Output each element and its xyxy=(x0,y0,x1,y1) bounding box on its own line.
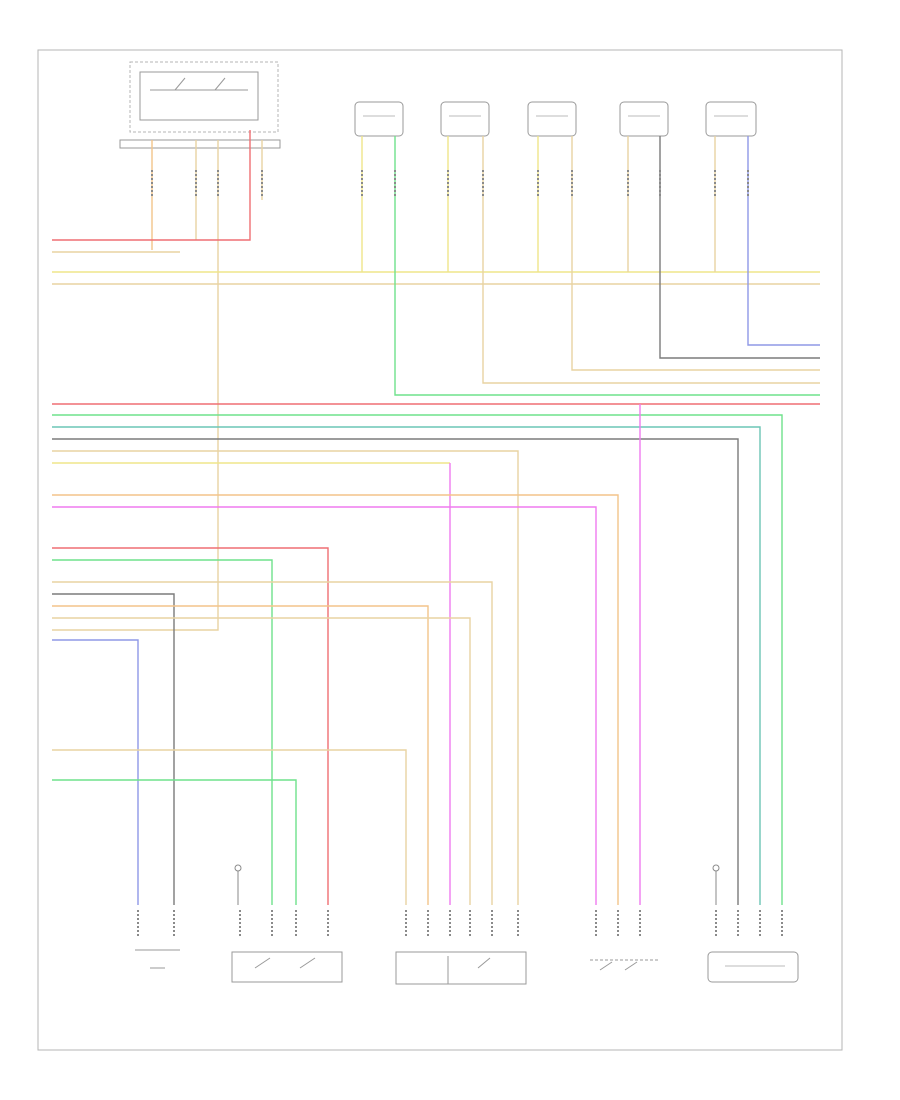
wire-mid-tan xyxy=(52,450,519,905)
wire-pink-1 xyxy=(52,506,597,905)
speaker-box-2 xyxy=(440,101,490,137)
ground-symbol-1 xyxy=(234,864,242,905)
wire-mid-gray xyxy=(52,438,739,905)
speaker-box-1 xyxy=(354,101,404,137)
wire-gray-2 xyxy=(52,593,175,905)
wire-spk4-b xyxy=(659,136,820,359)
wire-red-2 xyxy=(52,547,329,905)
wire-orange-2 xyxy=(52,605,429,905)
wire-green-2 xyxy=(52,559,273,905)
ground-symbol-2 xyxy=(712,864,720,905)
bottom-component-1 xyxy=(135,949,180,969)
wire-tan-4 xyxy=(52,581,493,905)
wire-tan-6 xyxy=(52,749,407,905)
speaker-box-5 xyxy=(705,101,757,137)
wire-orange-1 xyxy=(52,494,619,905)
wire-tan-5 xyxy=(52,617,471,905)
speaker-box-4 xyxy=(619,101,669,137)
wire-green-3 xyxy=(52,779,297,905)
top-relay-block xyxy=(119,61,281,149)
speaker-box-3 xyxy=(527,101,577,137)
wire-blue-2 xyxy=(52,639,139,905)
bottom-component-5 xyxy=(707,951,799,983)
wire-relay-red xyxy=(52,130,251,241)
wire-harness xyxy=(52,130,820,905)
wire-spk1-b xyxy=(394,136,820,396)
wire-spk2-b xyxy=(482,136,820,384)
bottom-component-4 xyxy=(590,959,660,971)
diagram-border xyxy=(37,49,843,1051)
wire-spk3-b xyxy=(571,136,820,371)
wire-relay-tan-2 xyxy=(52,140,219,631)
wire-spk5-b xyxy=(747,136,820,346)
bottom-component-3 xyxy=(395,951,527,985)
wire-mid-green xyxy=(52,414,783,905)
wire-mid-teal xyxy=(52,426,761,905)
connector-terminals xyxy=(137,170,783,936)
bottom-component-2 xyxy=(231,951,343,983)
